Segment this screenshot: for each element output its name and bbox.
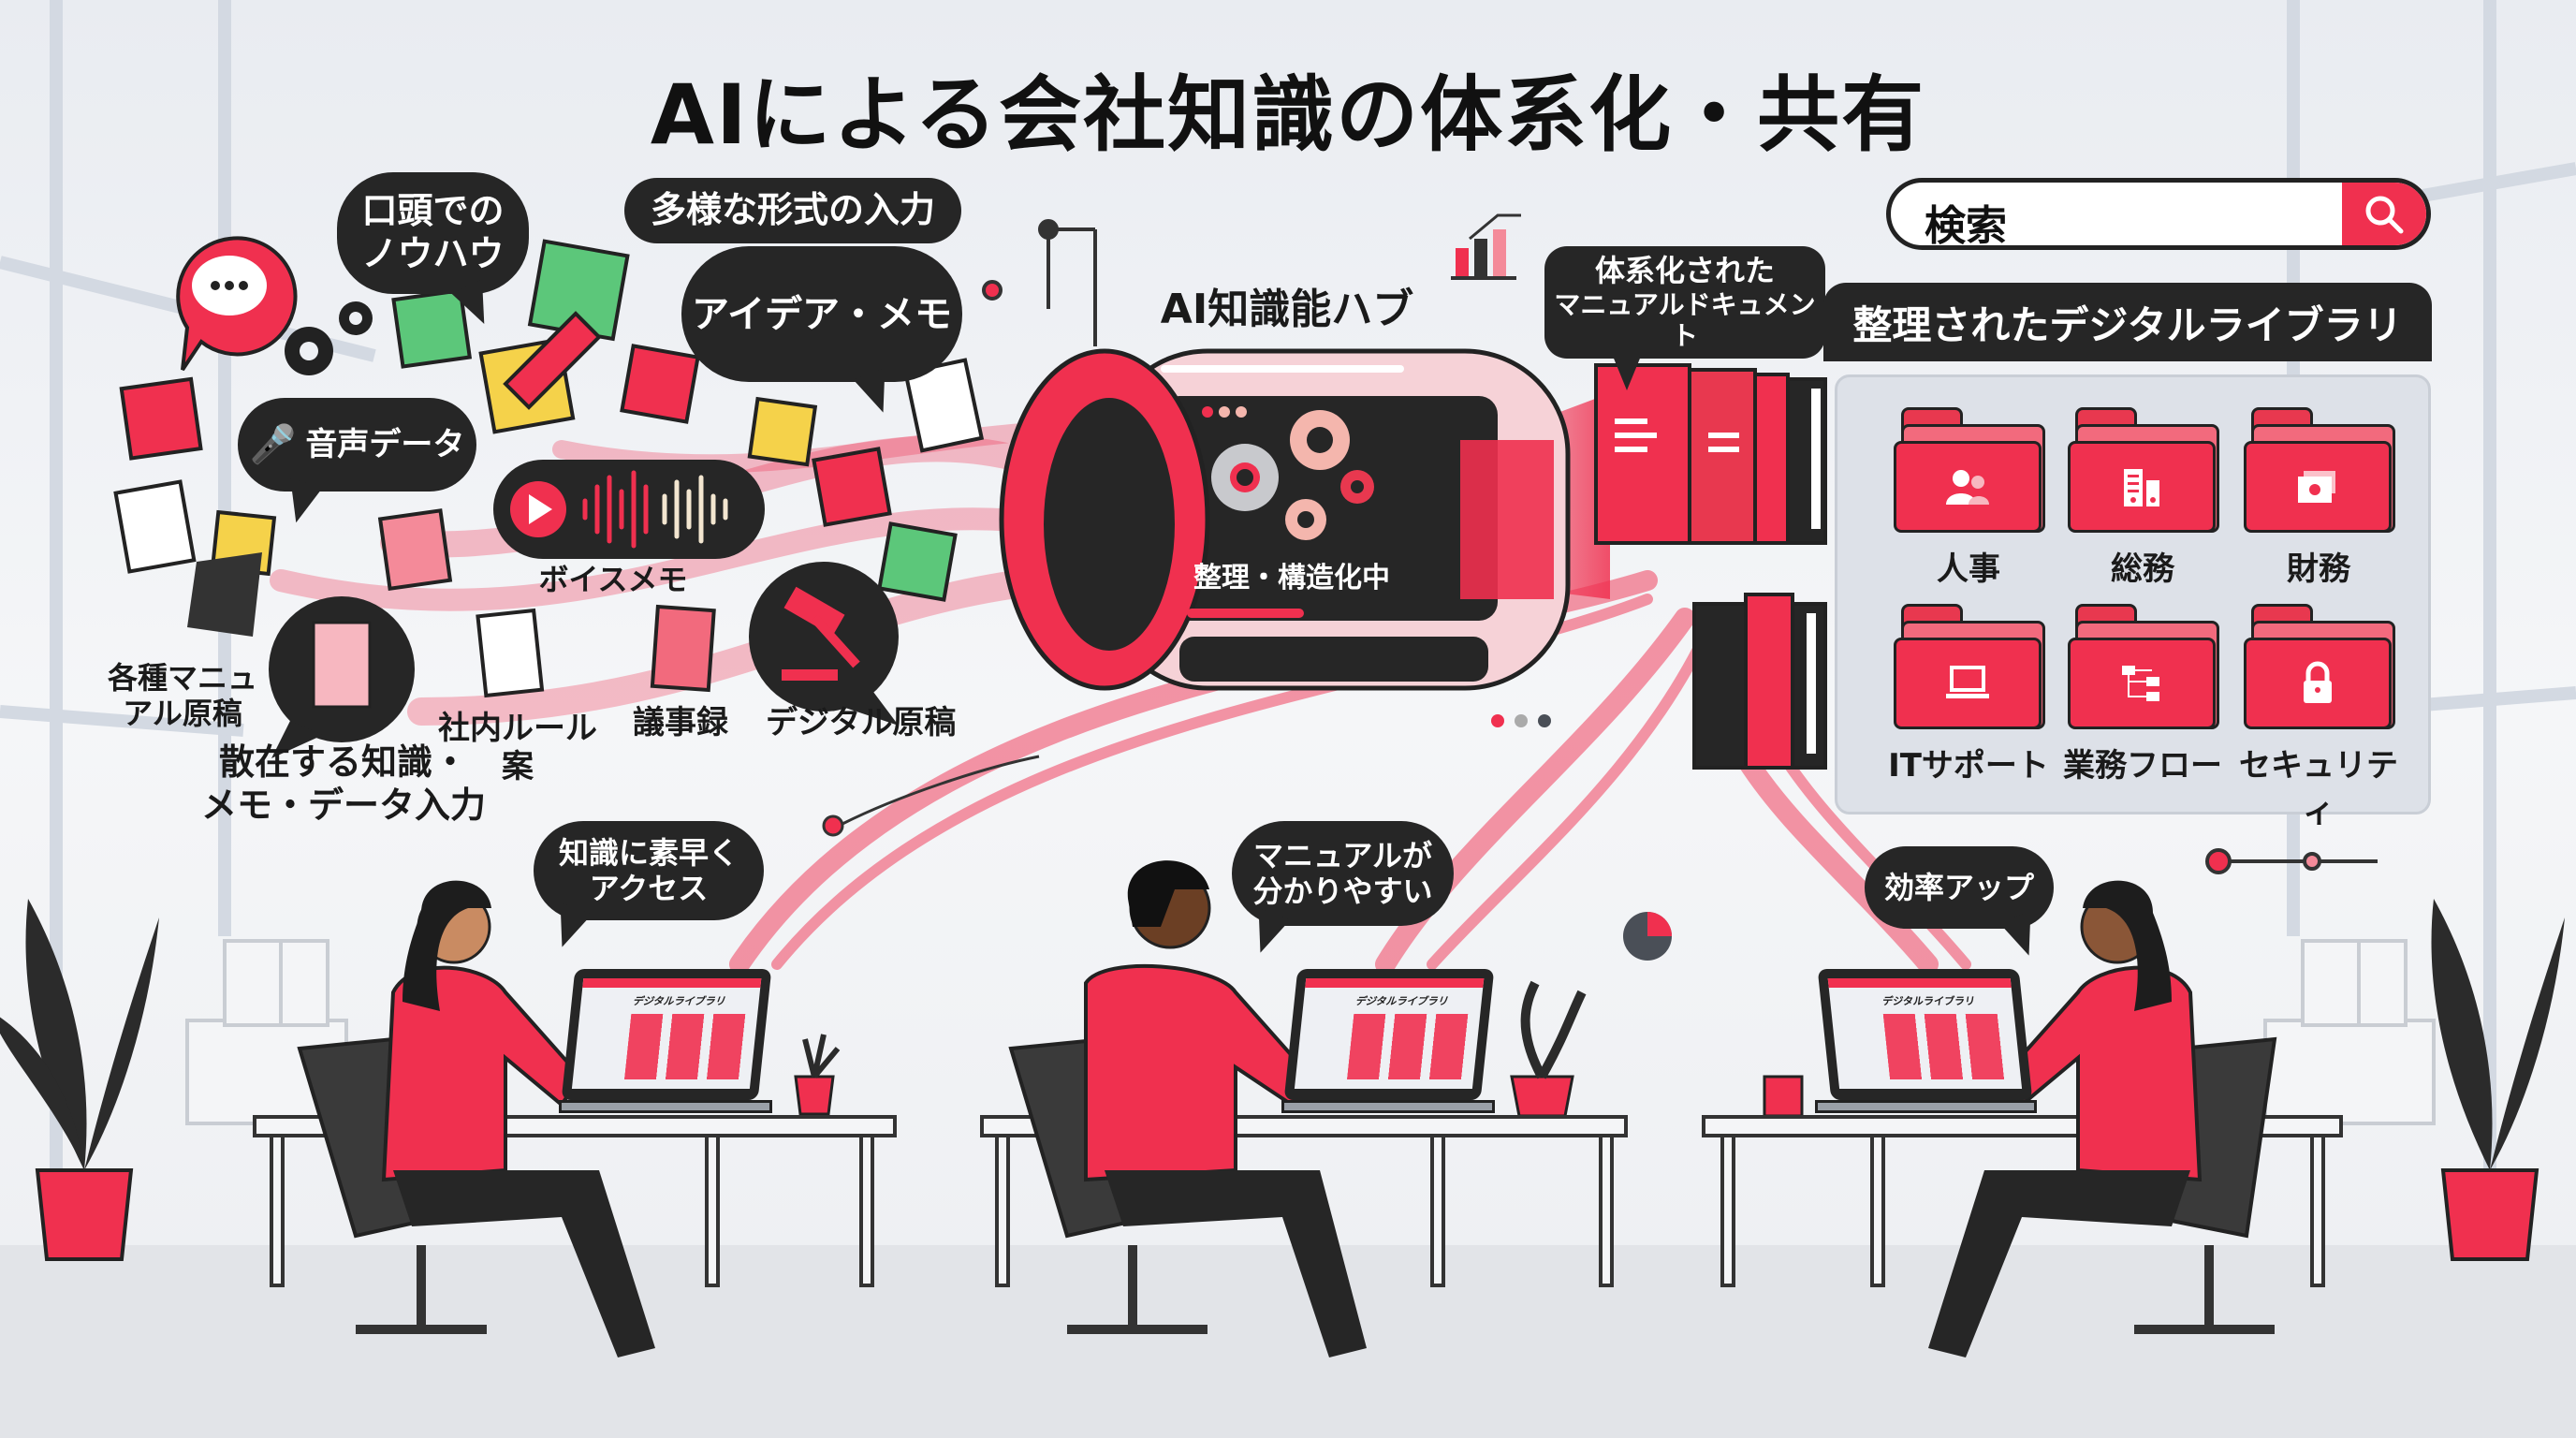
floor [0, 1245, 2576, 1438]
manual-books [1594, 363, 1827, 770]
voice-memo-player [493, 460, 765, 559]
bar-chart-icon [1451, 213, 1521, 280]
decorative-dots [1491, 714, 1551, 727]
label-internal-rules: 社内ルール 案 [438, 710, 597, 786]
label-line: 散在する知識・ [219, 741, 469, 783]
chat-icon [176, 236, 298, 372]
bubble-various-formats: 多様な形式の入力 [624, 178, 961, 243]
folder-label: 人事 [1937, 550, 2000, 588]
bubble-voice-data: 🎤 音声データ [238, 398, 476, 527]
folder-label: 業務フロー [2063, 747, 2222, 785]
bubble-line: 知識に素早く [558, 834, 739, 871]
laptop-1[interactable]: デジタルライブラリ [559, 969, 772, 1117]
page-title: AIによる会社知識の体系化・共有 [650, 66, 1926, 163]
folder-people[interactable] [1894, 407, 2045, 534]
search-input[interactable]: 検索 [1925, 202, 2007, 250]
plant-right [2431, 899, 2565, 1261]
bubble-line: 分かりやすい [1252, 873, 1433, 909]
folder-label: 総務 [2111, 550, 2174, 588]
library-title: 整理されたデジタルライブラリ [1823, 283, 2432, 361]
bubble-text: アイデア・メモ [692, 292, 952, 336]
folder-building[interactable] [2068, 407, 2219, 534]
pencil-icon [503, 311, 602, 410]
bubble-text: 効率アップ [1883, 869, 2034, 905]
laptop-3[interactable]: デジタルライブラリ [1815, 969, 2037, 1117]
worker-2 [1008, 860, 1367, 1357]
pointer-arrow [842, 755, 1040, 826]
network-nodes [982, 219, 2378, 874]
bubble-text: 音声データ [305, 425, 465, 463]
folder-front [2244, 638, 2392, 729]
desk-plant-2 [1510, 980, 1587, 1118]
folder-front [2244, 441, 2392, 533]
laptop-icon [1946, 666, 1989, 698]
folder-front [1894, 638, 2042, 729]
bubble-line: 体系化された [1594, 253, 1775, 289]
search-icon [2365, 196, 2404, 233]
folder-money[interactable] [2244, 407, 2395, 534]
bubble-line: 口頭での [361, 190, 505, 232]
people-icon [1946, 470, 1989, 505]
bubble-line: マニュアルドキュメント [1554, 288, 1816, 352]
label-line: 案 [502, 747, 534, 785]
search-button[interactable] [2342, 183, 2426, 245]
bubble-quick-access: 知識に素早く アクセス [534, 821, 764, 953]
flowchart-icon [2122, 666, 2159, 701]
search-bar[interactable]: 検索 [1886, 178, 2431, 250]
folder-front [2068, 441, 2216, 533]
folder-label: セキュリティ [2239, 747, 2398, 830]
scattered-notes [113, 239, 985, 698]
folder-laptop[interactable] [1894, 604, 2045, 730]
laptop-screen-title: デジタルライブラリ [632, 995, 726, 1007]
worker-1 [297, 880, 655, 1357]
laptop-screen-title: デジタルライブラリ [1354, 995, 1449, 1007]
microphone-icon: 🎤 [249, 423, 297, 466]
label-minutes: 議事録 [633, 704, 728, 741]
money-icon [2298, 471, 2335, 503]
label-voice-memo: ボイスメモ [538, 562, 688, 597]
label-line: 各種マニュ [108, 660, 258, 696]
label-manual-drafts: 各種マニュ アル原稿 [108, 660, 257, 732]
bubble-easy-manual: マニュアルが 分かりやすい [1232, 821, 1454, 959]
gavel-bubble [749, 562, 899, 726]
label-digital-drafts: デジタル原稿 [766, 704, 957, 741]
mug-icon [1763, 1075, 1804, 1118]
gears-icon [1211, 410, 1374, 540]
lock-icon [2304, 661, 2332, 703]
ai-knowledge-hub [999, 348, 1571, 691]
gears-icon [285, 301, 373, 375]
label-line: アル原稿 [123, 696, 242, 732]
bubble-line: アクセス [589, 871, 709, 906]
bubble-manual-docs: 体系化された マニュアルドキュメント [1544, 246, 1825, 390]
laptop-2[interactable]: デジタルライブラリ [1281, 969, 1495, 1117]
bubble-idea-memo: アイデア・メモ [681, 246, 962, 418]
manual-document-bubble [269, 596, 415, 758]
desk-plant-1 [794, 1034, 841, 1116]
bubble-oral-knowhow: 口頭での ノウハウ [337, 172, 529, 331]
folder-front [2068, 638, 2216, 729]
bubble-efficiency: 効率アップ [1865, 846, 2054, 961]
hub-status: 整理・構造化中 [1193, 562, 1390, 594]
cabinet-right [2263, 939, 2436, 1125]
label-line: 社内ルール [438, 710, 597, 747]
laptop-screen-title: デジタルライブラリ [1881, 995, 1975, 1007]
pie-chart-icon [1623, 912, 1672, 961]
label-line: メモ・データ入力 [201, 784, 487, 826]
label-scattered-knowledge: 散在する知識・ メモ・データ入力 [201, 741, 486, 827]
bubble-text: 多様な形式の入力 [650, 189, 935, 231]
folder-label: ITサポート [1888, 747, 2049, 785]
worker-3 [1928, 880, 2277, 1357]
folder-flowchart[interactable] [2068, 604, 2219, 730]
plant-left [0, 899, 159, 1261]
folder-lock[interactable] [2244, 604, 2395, 730]
building-icon [2124, 469, 2159, 506]
bubble-line: ノウハウ [361, 233, 505, 274]
folder-front [1894, 441, 2042, 533]
hub-title: AI知識能ハブ [1160, 286, 1414, 333]
folder-label: 財務 [2287, 550, 2350, 588]
bubble-line: マニュアルが [1252, 837, 1433, 873]
